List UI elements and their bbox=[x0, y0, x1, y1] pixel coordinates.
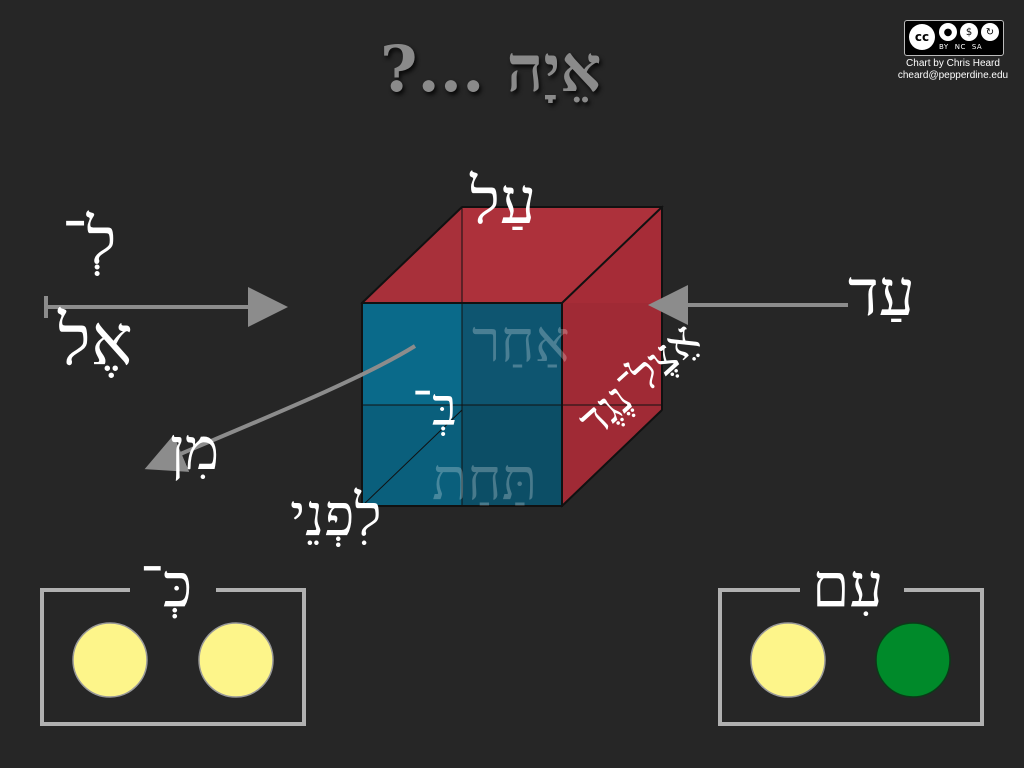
im-frame bbox=[718, 588, 984, 726]
license-badge[interactable]: cc ● $ ↻ BY NC SA bbox=[904, 20, 1004, 56]
cube-front-upper-left bbox=[362, 303, 462, 405]
arrow-toward-left bbox=[44, 287, 288, 327]
license-label-nc: NC bbox=[954, 43, 966, 51]
cc-icon: cc bbox=[909, 24, 935, 50]
cube bbox=[360, 205, 664, 508]
cube-front-lower-right bbox=[462, 405, 562, 506]
license-label-by: BY bbox=[939, 43, 949, 51]
label-be: בְּ־ bbox=[412, 378, 457, 438]
page-title: אֵיָה ...? bbox=[380, 32, 602, 107]
credit-email[interactable]: cheard@pepperdine.edu bbox=[897, 70, 1009, 81]
attribution-icon: ● bbox=[939, 23, 957, 41]
cube-front-upper-right bbox=[462, 303, 562, 405]
ke-dot-right bbox=[198, 622, 274, 698]
label-achar: אַחַר bbox=[472, 307, 570, 375]
label-min: מִן bbox=[170, 415, 220, 483]
label-el: אֶל bbox=[58, 299, 133, 381]
label-lifne: לִפְנֵי bbox=[290, 481, 382, 549]
label-ad: עַד bbox=[848, 257, 915, 331]
arrow-out-of-cube bbox=[144, 344, 417, 472]
noncommercial-icon: $ bbox=[960, 23, 978, 41]
license-label-sa: SA bbox=[971, 43, 983, 51]
credit: Chart by Chris Heard cheard@pepperdine.e… bbox=[896, 58, 1010, 82]
ke-dot-left bbox=[72, 622, 148, 698]
credit-author: Chart by Chris Heard bbox=[906, 58, 1000, 69]
label-tachat: תַּחַת bbox=[432, 445, 538, 513]
cube-front-lower-left bbox=[362, 405, 462, 506]
label-al: עַל bbox=[470, 165, 537, 239]
label-lamed: לְ־ bbox=[62, 205, 117, 279]
im-dot-right bbox=[875, 622, 951, 698]
sharealike-icon: ↻ bbox=[981, 23, 999, 41]
im-dot-left bbox=[750, 622, 826, 698]
label-ke: כְּ־ bbox=[130, 556, 203, 616]
label-im: עִם bbox=[802, 556, 894, 616]
ke-frame bbox=[40, 588, 306, 726]
